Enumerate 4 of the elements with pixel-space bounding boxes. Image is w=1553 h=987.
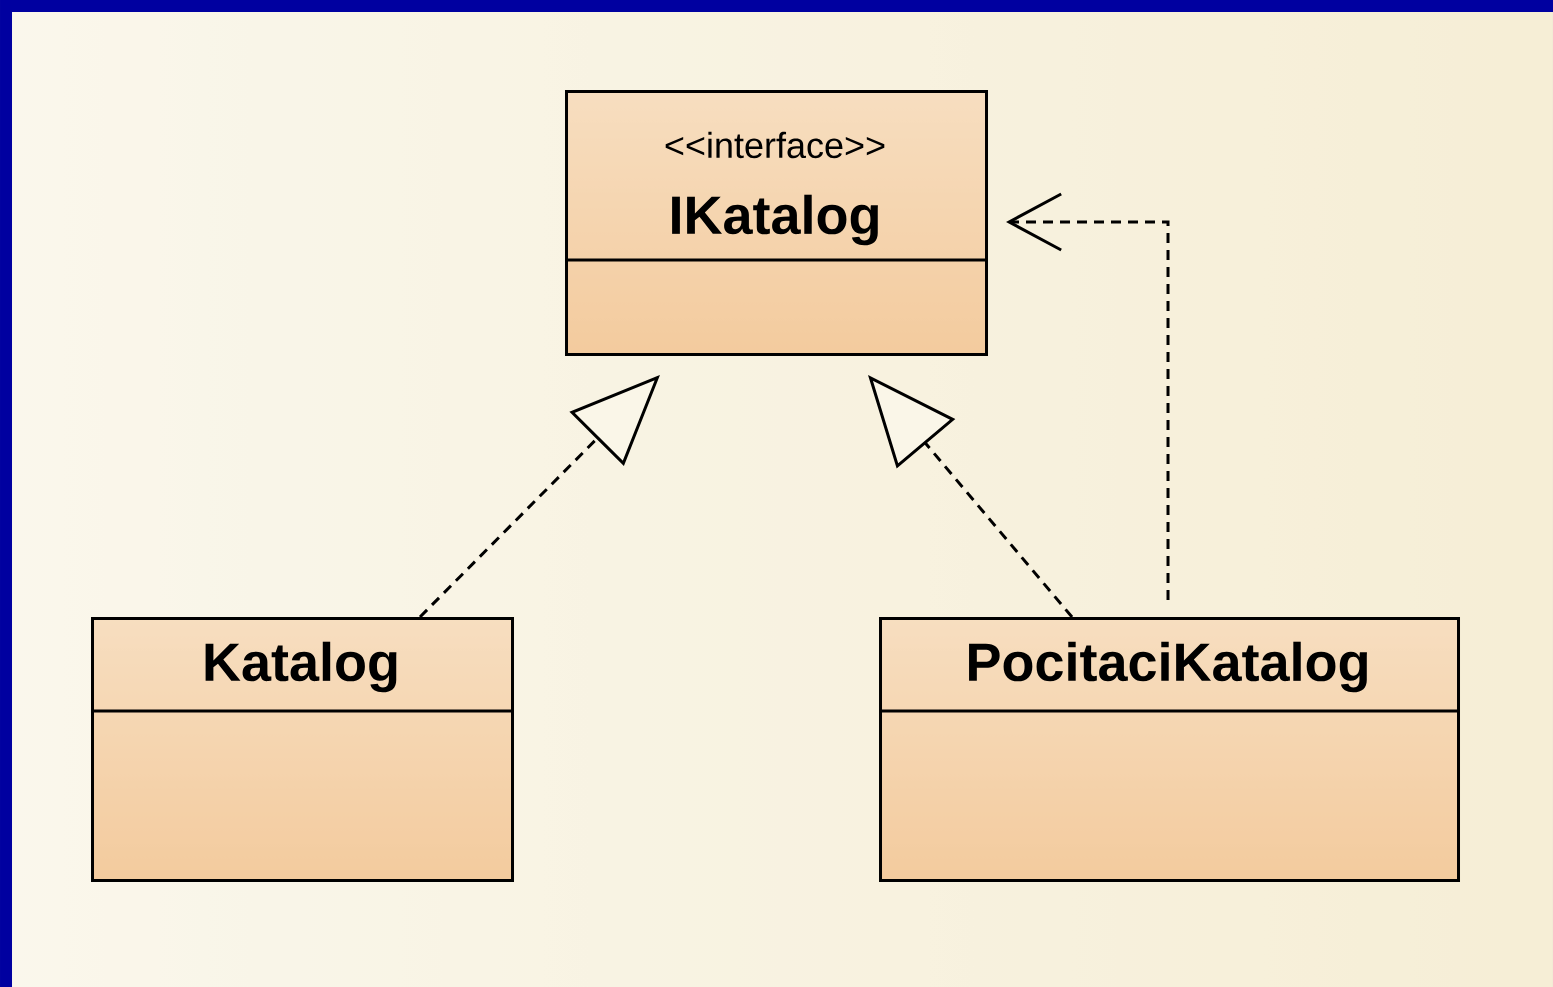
dependency-arrow [1006,192,1170,600]
class-box: Katalog [91,617,514,882]
class-box: PocitaciKatalog [879,617,1460,882]
interface-box: <<interface>> IKatalog [565,90,988,356]
